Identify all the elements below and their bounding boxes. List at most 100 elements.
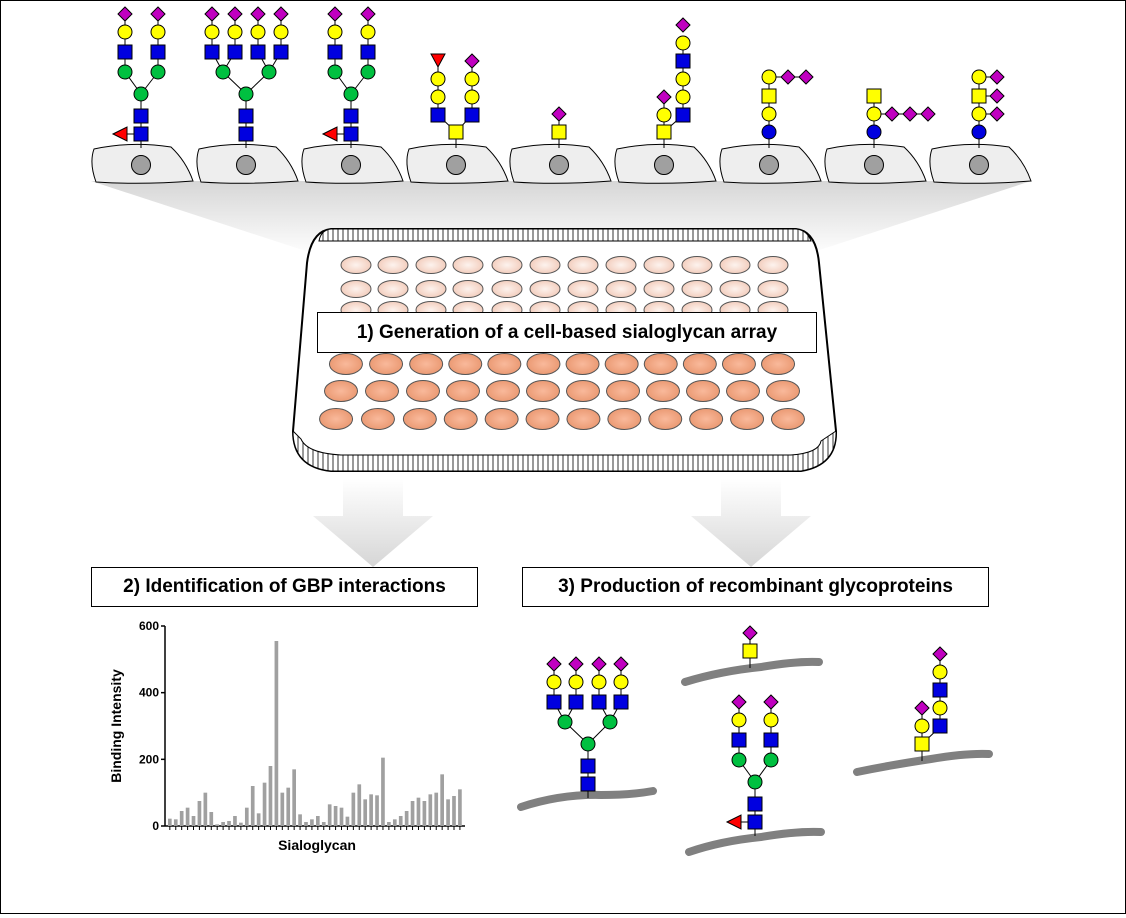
well (529, 280, 561, 298)
glycan-icon (321, 6, 376, 148)
sialic-acid-icon (989, 106, 1005, 122)
well (689, 408, 724, 430)
cell-icon (406, 143, 509, 184)
well (491, 256, 523, 274)
sialic-acid-icon (613, 656, 629, 672)
bar (292, 769, 296, 826)
well (340, 280, 372, 298)
glcnac-icon (343, 108, 359, 124)
galactose-icon (360, 24, 376, 40)
glycan-icon (656, 17, 691, 148)
well (328, 353, 363, 375)
well (607, 408, 642, 430)
galnac-icon (742, 643, 758, 659)
bar (440, 774, 444, 826)
glcnac-icon (150, 44, 166, 60)
galactose-icon (675, 35, 691, 51)
fucose-icon (111, 126, 128, 142)
glcnac-icon (763, 732, 779, 748)
nucleus-icon (969, 155, 989, 175)
mannose-icon (360, 64, 376, 80)
fucose-icon (321, 126, 338, 142)
mannose-icon (117, 64, 133, 80)
bar (357, 784, 362, 826)
galactose-icon (546, 674, 562, 690)
galactose-icon (117, 24, 133, 40)
sialic-acid-icon (675, 17, 691, 33)
well (452, 280, 484, 298)
glcnac-icon (430, 107, 446, 123)
glcnac-icon (117, 44, 133, 60)
well (360, 408, 395, 430)
protein-backbone-icon (853, 749, 993, 776)
galactose-icon (971, 69, 987, 85)
bar (398, 816, 403, 826)
well (525, 408, 560, 430)
cell-icon (719, 143, 822, 184)
nucleus-icon (759, 155, 779, 175)
well (443, 408, 478, 430)
glucose-icon (971, 124, 987, 140)
well (415, 280, 447, 298)
well (605, 280, 637, 298)
well (606, 380, 640, 402)
well (319, 408, 354, 430)
mannose-icon (763, 752, 779, 768)
glucose-icon (866, 124, 882, 140)
mannose-icon (747, 774, 763, 790)
down-arrow-icon (313, 479, 433, 567)
glycan-icon (204, 6, 289, 148)
well (486, 380, 520, 402)
well (446, 380, 480, 402)
sialic-acid-icon (989, 88, 1005, 104)
step3-label: 3) Production of recombinant glycoprotei… (522, 567, 989, 607)
sialic-acid-icon (742, 625, 758, 641)
well (340, 256, 372, 274)
well (526, 353, 561, 375)
galactose-icon (464, 89, 480, 105)
glcnac-icon (747, 814, 763, 830)
well (406, 380, 440, 402)
bar (298, 814, 302, 826)
bar (185, 807, 190, 826)
bar (316, 816, 320, 826)
bar (209, 812, 214, 826)
well (719, 256, 751, 274)
galactose-icon (150, 24, 166, 40)
well (365, 380, 399, 402)
well (565, 353, 600, 375)
galnac-icon (914, 736, 930, 752)
well (646, 380, 680, 402)
bar (304, 822, 308, 826)
glcnac-icon (204, 44, 220, 60)
galactose-icon (250, 24, 266, 40)
glycan-icon (761, 69, 814, 148)
bar (321, 822, 326, 826)
bar (244, 807, 249, 826)
fucose-icon (725, 814, 742, 830)
glcnac-icon (227, 44, 243, 60)
well (604, 353, 639, 375)
mannose-icon (343, 86, 359, 102)
galactose-icon (866, 106, 882, 122)
galactose-icon (613, 674, 629, 690)
glcnac-icon (343, 126, 359, 142)
well (726, 380, 760, 402)
glcnac-icon (238, 108, 254, 124)
galactose-icon (971, 106, 987, 122)
down-arrow-icon (691, 479, 811, 567)
bar (280, 792, 285, 826)
bar (233, 816, 237, 826)
bar (404, 811, 409, 826)
well (369, 353, 404, 375)
mannose-icon (150, 64, 166, 80)
cell-icon (509, 143, 612, 184)
well (761, 353, 796, 375)
sialic-acid-icon (656, 89, 672, 105)
bar (286, 787, 291, 826)
bar (446, 799, 450, 826)
bar (168, 818, 172, 826)
mannose-icon (215, 64, 231, 80)
sialic-acid-icon (914, 700, 930, 716)
